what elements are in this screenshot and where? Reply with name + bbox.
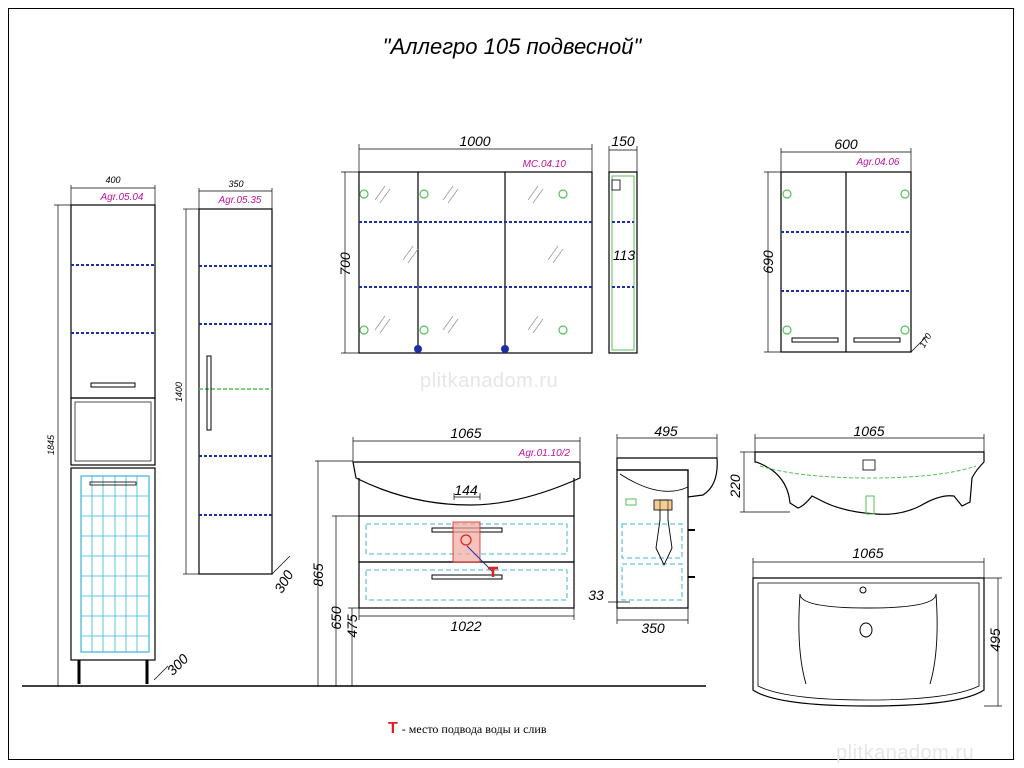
tall-cabinet-width: 400 (105, 175, 120, 185)
vanity-side (608, 434, 718, 624)
basin-top-depth: 495 (987, 628, 1003, 652)
basin-top (752, 558, 1002, 707)
vanity-code: Agr.01.10/2 (518, 448, 571, 459)
mirror-cabinet-code: MC.04.10 (523, 159, 567, 170)
legend: T- место подвода воды и слив (388, 720, 547, 738)
vanity-width: 1065 (450, 425, 481, 441)
legend-marker: T (388, 720, 398, 737)
basin-top-width: 1065 (852, 545, 883, 561)
wall-cabinet (764, 148, 928, 353)
mirror-side-inner: 113 (613, 247, 636, 263)
wall-cabinet-height: 690 (760, 250, 776, 274)
column-code: Agr.05.35 (218, 195, 262, 206)
watermark: plitkanadom.ru (420, 370, 559, 392)
column (183, 188, 291, 575)
vanity (315, 437, 581, 686)
tall-cabinet-depth: 300 (164, 650, 192, 678)
vanity-height-total: 865 (310, 563, 326, 587)
page-title: "Аллегро 105 подвесной" (382, 34, 642, 59)
wall-cabinet-depth: 170 (917, 331, 933, 349)
vanity-body-width: 1022 (450, 618, 481, 634)
column-width: 350 (228, 179, 243, 189)
drawing-frame (8, 8, 1014, 760)
mirror-side-depth: 150 (611, 133, 635, 149)
basin-front-width: 1065 (853, 423, 884, 439)
watermark: plitkanadom.ru (836, 742, 975, 764)
vanity-side-body-depth: 350 (641, 620, 665, 636)
tall-cabinet-height: 1845 (46, 434, 56, 455)
vanity-height-low: 475 (344, 614, 360, 638)
basin-front (740, 434, 985, 515)
vanity-height-mid: 650 (328, 606, 344, 630)
vanity-cutout: 144 (454, 482, 478, 498)
mirror-cabinet-height: 700 (337, 252, 353, 276)
column-height: 1400 (174, 382, 184, 402)
wall-cabinet-width: 600 (834, 136, 858, 152)
tall-cabinet (54, 185, 169, 686)
wall-cabinet-code: Agr.04.06 (856, 157, 900, 168)
tall-cabinet-code: Agr.05.04 (100, 192, 144, 203)
vanity-side-top-depth: 495 (654, 423, 678, 439)
vanity-side-offset: 33 (588, 587, 604, 603)
mirror-side (608, 146, 638, 354)
basin-front-height: 220 (727, 474, 743, 499)
mirror-cabinet-width: 1000 (459, 133, 490, 149)
legend-text: - место подвода воды и слив (401, 722, 547, 736)
mirror-cabinet (341, 144, 593, 354)
